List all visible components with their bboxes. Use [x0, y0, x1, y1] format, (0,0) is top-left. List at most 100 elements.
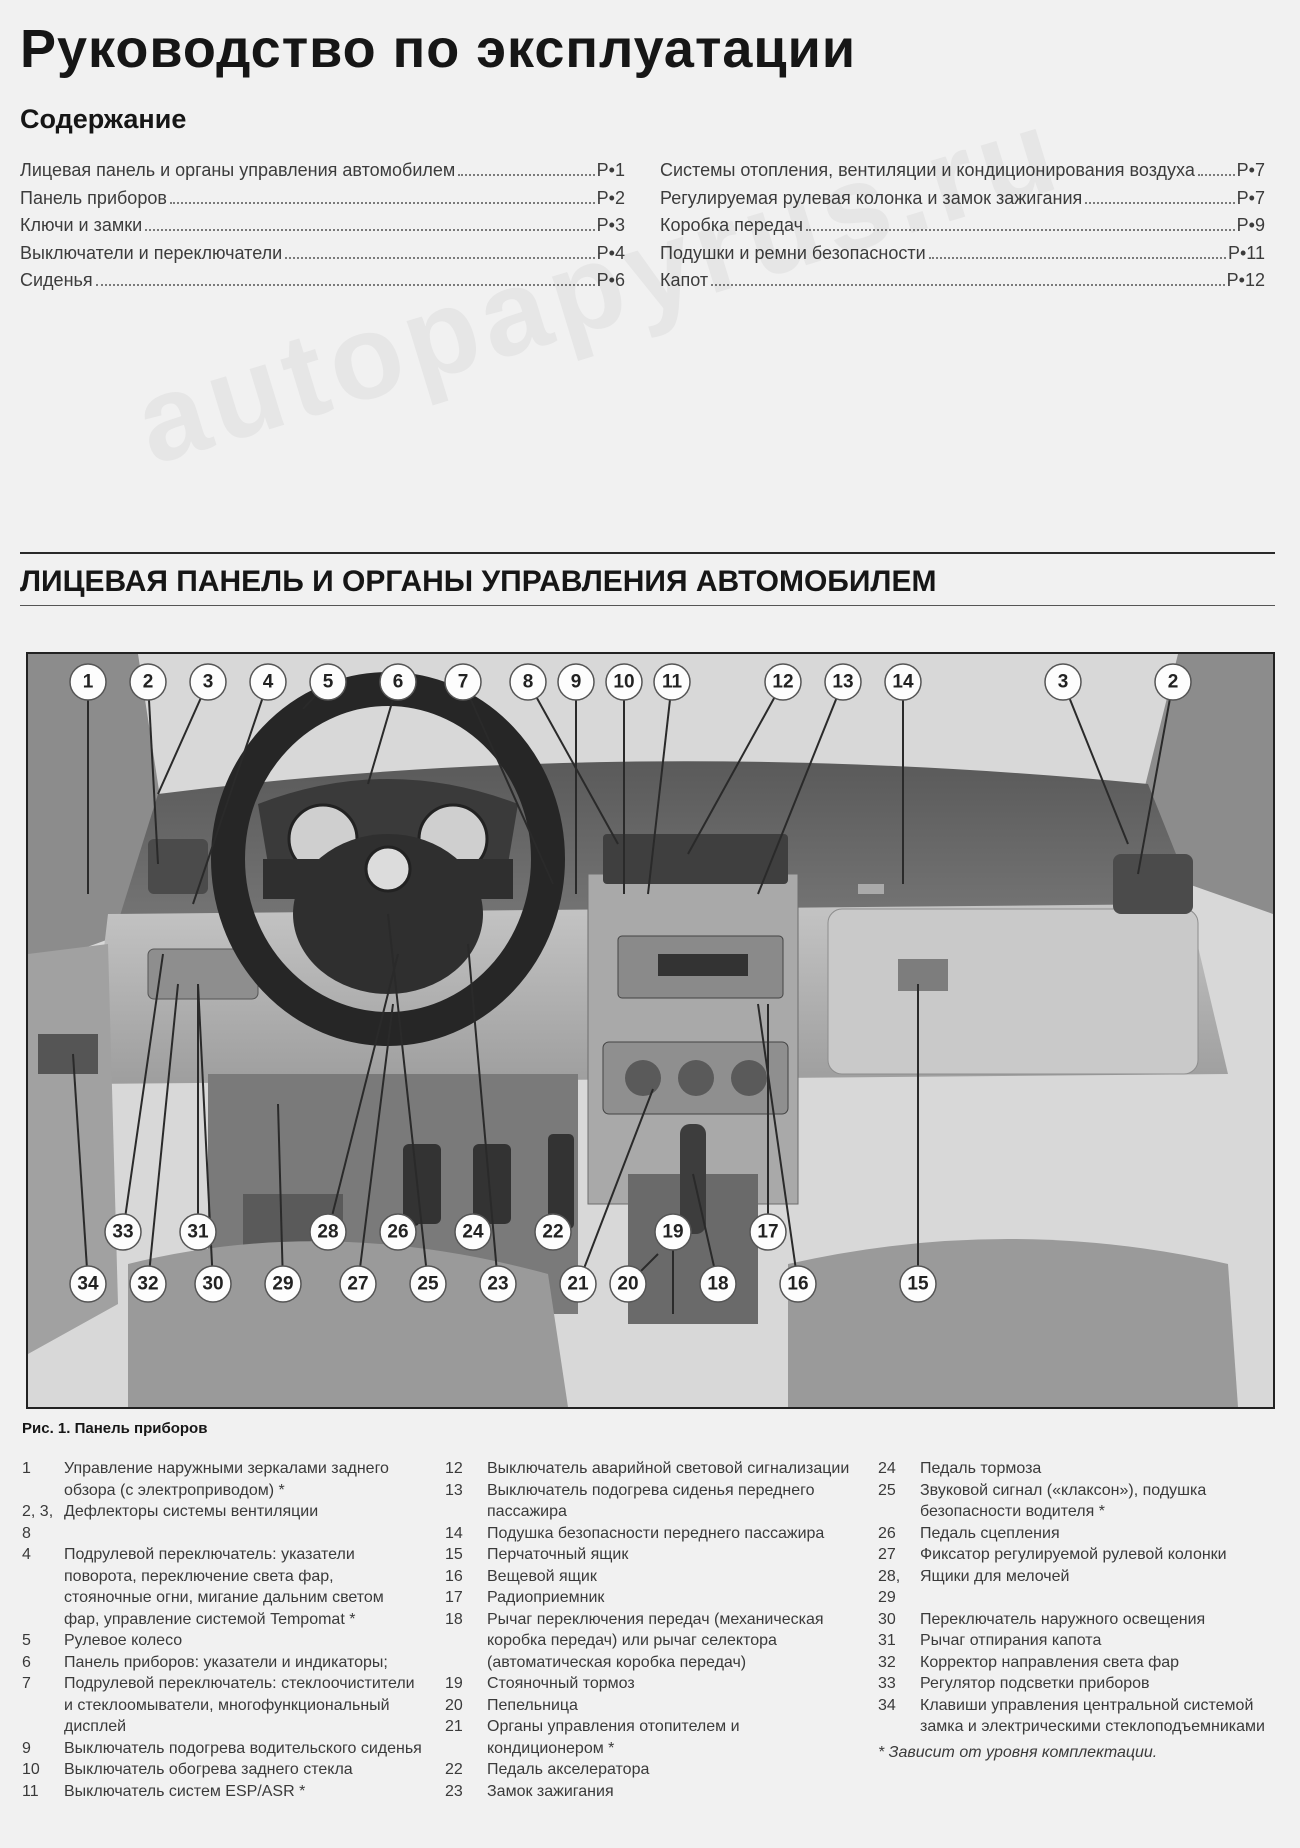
callout-marker: 2 [1154, 663, 1192, 701]
callout-marker: 33 [104, 1213, 142, 1251]
legend-text: Переключатель наружного освещения [920, 1610, 1206, 1628]
callout-marker: 6 [379, 663, 417, 701]
legend-number: 33 [878, 1675, 896, 1692]
callout-marker: 25 [409, 1265, 447, 1303]
callout-circle [309, 663, 347, 701]
toc-entry[interactable]: Регулируемая рулевая колонка и замок заж… [660, 188, 1265, 216]
toc-entry[interactable]: Лицевая панель и органы управления автом… [20, 160, 625, 188]
callout-number: 26 [387, 1222, 408, 1243]
center-vents [603, 834, 788, 884]
callout-number: 28 [317, 1222, 338, 1243]
legend-text: Пепельница [487, 1696, 578, 1714]
toc-entry[interactable]: Системы отопления, вентиляции и кондицио… [660, 160, 1265, 188]
legend-text: Фиксатор регулируемой рулевой колонки [920, 1546, 1227, 1563]
callout-number: 19 [662, 1222, 683, 1243]
callout-circle [179, 1213, 217, 1251]
callout-number: 7 [458, 672, 469, 693]
legend-number: 24 [878, 1460, 896, 1477]
callout-marker: 3 [189, 663, 227, 701]
brake-pedal [473, 1144, 511, 1224]
callout-circle [764, 663, 802, 701]
legend-number: 9 [22, 1739, 31, 1757]
legend-text: Радиоприемник [487, 1589, 605, 1606]
callout-marker: 24 [454, 1213, 492, 1251]
legend-number: 11 [22, 1782, 39, 1800]
callout-number: 5 [323, 672, 334, 693]
callout-number: 6 [393, 672, 404, 693]
legend-number: 15 [445, 1546, 463, 1563]
callout-marker: 34 [69, 1265, 107, 1303]
right-vent [1113, 854, 1193, 914]
legend-number: 32 [878, 1653, 896, 1671]
toc-entry-label: Регулируемая рулевая колонка и замок заж… [660, 187, 1083, 208]
toc-leader-dots [1085, 201, 1235, 204]
legend-text: Выключатель подогрева сиденья переднего … [487, 1481, 815, 1521]
callout-number: 16 [787, 1274, 808, 1295]
passenger-seat [788, 1239, 1238, 1407]
callout-marker: 13 [824, 663, 862, 701]
callout-circle [559, 1265, 597, 1303]
toc-leader-dots [1197, 174, 1235, 176]
toc-entry-page: P•9 [1236, 215, 1265, 235]
legend-number: 21 [445, 1718, 463, 1735]
callout-marker: 23 [479, 1265, 517, 1303]
callout-circle [69, 663, 107, 701]
legend-text: Педаль сцепления [920, 1524, 1060, 1542]
legend-number: 6 [22, 1653, 31, 1671]
left-vent [148, 839, 208, 894]
callout-marker: 29 [264, 1265, 302, 1303]
legend-number: 18 [445, 1610, 463, 1628]
callout-circle [749, 1213, 787, 1251]
callout-circle [129, 1265, 167, 1303]
callout-number: 32 [137, 1274, 158, 1295]
toc-leader-dots [95, 284, 595, 286]
callout-number: 3 [203, 672, 214, 693]
climate-knob-left [625, 1060, 661, 1096]
legend-number: 5 [22, 1632, 31, 1649]
toc-entry-page: P•2 [596, 187, 625, 208]
toc-entry-page: P•4 [596, 242, 625, 263]
callout-number: 30 [202, 1274, 223, 1295]
glovebox-shape [827, 908, 1199, 1075]
legend-text: Стояночный тормоз [487, 1675, 635, 1692]
toc-entry-page: P•7 [1236, 160, 1265, 180]
legend-text: Рычаг отпирания капота [920, 1632, 1102, 1649]
leader-lines [72, 681, 1174, 1314]
callout-circle [899, 1265, 937, 1303]
section-divider [20, 552, 1275, 554]
section-heading: ЛИЦЕВАЯ ПАНЕЛЬ И ОРГАНЫ УПРАВЛЕНИЯ АВТОМ… [20, 565, 937, 598]
legend-text: Выключатель систем ESP/ASR * [64, 1782, 306, 1800]
callout-circle [557, 663, 595, 701]
toc-leader-dots [285, 256, 595, 259]
contents-heading: Содержание [20, 104, 187, 134]
callout-marker: 14 [884, 663, 922, 701]
callout-number: 27 [347, 1274, 368, 1295]
callout-number: 34 [77, 1274, 99, 1295]
legend-text: Ящики для мелочей [920, 1567, 1070, 1585]
toc-right: Системы отопления, вентиляции и кондицио… [660, 160, 1265, 298]
callout-circle [1154, 663, 1192, 701]
callout-circle [884, 663, 922, 701]
callout-marker: 5 [309, 663, 347, 701]
callout-number: 1 [83, 672, 94, 693]
toc-entry-label: Ключи и замки [20, 215, 143, 235]
toc-entry-page: P•1 [596, 160, 625, 180]
legend-text: Панель приборов: указатели и индикаторы; [64, 1653, 388, 1671]
callout-marker: 4 [249, 663, 287, 701]
